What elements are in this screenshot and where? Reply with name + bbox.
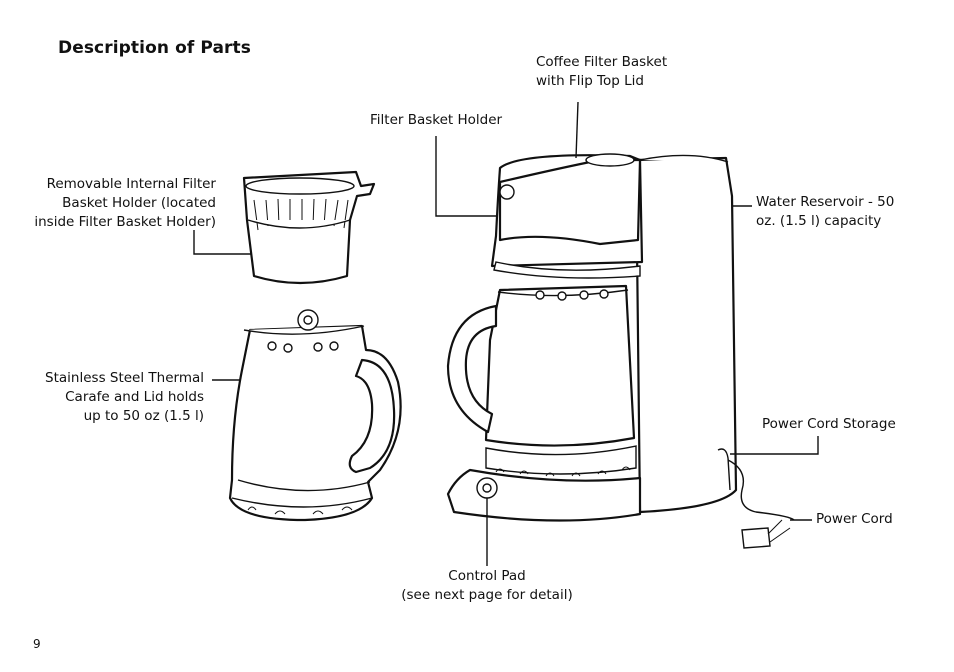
label-line: Basket Holder (located bbox=[62, 195, 216, 211]
label-line: oz. (1.5 l) capacity bbox=[756, 213, 882, 229]
label-line: Control Pad bbox=[448, 568, 526, 584]
label-removable-internal-filter: Removable Internal Filter Basket Holder … bbox=[30, 175, 216, 232]
label-line: Removable Internal Filter bbox=[46, 176, 216, 192]
leader-lines bbox=[193, 101, 819, 566]
label-stainless-carafe: Stainless Steel Thermal Carafe and Lid h… bbox=[36, 369, 204, 426]
label-coffee-filter-basket: Coffee Filter Basket with Flip Top Lid bbox=[536, 53, 667, 91]
page-title: Description of Parts bbox=[58, 38, 251, 58]
label-line: with Flip Top Lid bbox=[536, 73, 644, 89]
label-line: Filter Basket Holder bbox=[370, 112, 503, 128]
label-line: Stainless Steel Thermal bbox=[45, 370, 204, 386]
label-line: Water Reservoir - 50 bbox=[756, 194, 895, 210]
label-water-reservoir: Water Reservoir - 50 oz. (1.5 l) capacit… bbox=[756, 193, 894, 231]
label-power-cord-storage: Power Cord Storage bbox=[762, 415, 896, 434]
label-line: inside Filter Basket Holder) bbox=[34, 214, 216, 230]
label-line: Coffee Filter Basket bbox=[536, 54, 668, 70]
thermal-carafe-drawing bbox=[228, 309, 402, 522]
label-control-pad: Control Pad (see next page for detail) bbox=[392, 567, 582, 605]
label-line: (see next page for detail) bbox=[401, 587, 573, 603]
label-line: Power Cord bbox=[816, 511, 893, 527]
page-number: 9 bbox=[33, 637, 41, 651]
label-power-cord: Power Cord bbox=[816, 510, 893, 529]
label-line: Carafe and Lid holds bbox=[65, 389, 204, 405]
internal-filter-basket-drawing bbox=[242, 170, 376, 285]
label-line: Power Cord Storage bbox=[762, 416, 896, 432]
label-filter-basket-holder: Filter Basket Holder bbox=[370, 111, 502, 130]
label-line: up to 50 oz (1.5 l) bbox=[83, 408, 204, 424]
coffee-maker-drawing bbox=[446, 153, 795, 549]
